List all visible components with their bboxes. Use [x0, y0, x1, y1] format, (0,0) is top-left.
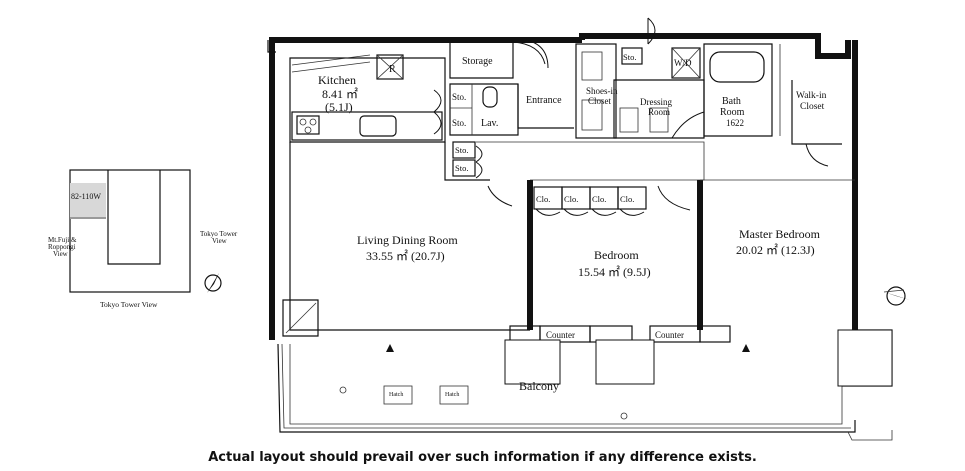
living-dining-room: Living Dining Room 33.55 ㎡ (20.7J) — [282, 142, 530, 337]
bath-label-2: Room — [720, 107, 745, 118]
dressing-room: Dressing Room — [613, 79, 705, 139]
walkin-label-2: Closet — [800, 102, 825, 112]
sto-label-3: Sto. — [455, 145, 468, 155]
living-area: 33.55 ㎡ (20.7J) — [366, 249, 445, 263]
corridor — [476, 141, 705, 211]
storage-room: Storage — [449, 41, 546, 79]
keymap-unit-code: 82-110W — [71, 192, 101, 201]
refrigerator-box — [376, 54, 404, 80]
balcony-pillar-2 — [595, 339, 655, 385]
lavatory-block: Sto. Sto. Lav. — [433, 83, 519, 136]
counter-label-2: Counter — [655, 330, 684, 340]
keymap-compass-icon — [204, 273, 222, 293]
bedroom-name: Bedroom — [594, 248, 639, 262]
disclaimer-footnote: Actual layout should prevail over such i… — [208, 450, 757, 465]
storage-label: Storage — [462, 56, 493, 67]
hatch-label-1: Hatch — [389, 392, 403, 398]
balcony-label: Balcony — [519, 379, 559, 393]
floor-plan: 82-110W Mt.Fuji & Roppongi View Tokyo To… — [48, 17, 910, 441]
dressing-label-2: Room — [648, 107, 670, 117]
sto-label-1: Sto. — [452, 92, 466, 102]
exterior-walls — [267, 33, 893, 387]
keymap-east-2: View — [212, 237, 228, 245]
clo-label-2: Clo. — [564, 194, 578, 204]
shoes-label-2: Closet — [588, 96, 612, 106]
toilet-icon — [482, 86, 498, 108]
hatch-label-2: Hatch — [445, 392, 459, 398]
keymap-outline — [69, 169, 191, 293]
balcony-pillar-1 — [504, 339, 561, 385]
kitchen-counter — [291, 111, 443, 141]
bedroom: Clo. Clo. Clo. Clo. Bedroom 15.54 ㎡ (9.5… — [527, 180, 703, 330]
kitchen-area: 8.41 ㎡ — [322, 87, 358, 101]
master-name: Master Bedroom — [739, 227, 821, 241]
lav-label: Lav. — [481, 118, 498, 129]
keymap-building — [107, 170, 161, 265]
sink-icon — [359, 115, 397, 137]
balcony: Hatch Hatch Balcony — [277, 329, 893, 441]
shoes-label-1: Shoes-in — [586, 86, 618, 96]
keymap-west-3: View — [53, 250, 69, 258]
sliding-door-icon — [282, 299, 319, 337]
wd-label: W/D — [674, 58, 692, 68]
master-bedroom: Master Bedroom 20.02 ㎡ (12.3J) — [700, 179, 910, 306]
walkin-label-1: Walk-in — [796, 91, 827, 101]
keymap-west-1: Mt.Fuji & — [48, 236, 77, 244]
storage-small: Sto. Sto. — [452, 141, 483, 179]
bath-room: Bath Room 1622 — [703, 43, 773, 137]
key-map: 82-110W Mt.Fuji & Roppongi View Tokyo To… — [48, 169, 238, 309]
bath-label-1: Bath — [722, 96, 741, 107]
bath-label-3: 1622 — [726, 118, 744, 128]
keymap-west-2: Roppongi — [48, 243, 76, 251]
living-name: Living Dining Room — [357, 233, 458, 247]
compass-icon — [883, 286, 910, 306]
keymap-unit-highlight — [70, 183, 106, 219]
kitchen-name: Kitchen — [318, 73, 356, 87]
clo-label-1: Clo. — [536, 194, 550, 204]
clo-label-4: Clo. — [620, 194, 634, 204]
refrigerator-label: R — [389, 64, 396, 75]
dressing-label-1: Dressing — [640, 97, 672, 107]
entrance: Entrance — [517, 39, 574, 129]
cooktop-icon — [296, 115, 320, 135]
laundry-area: Sto. W/D — [621, 17, 701, 79]
sto-label-4: Sto. — [455, 163, 468, 173]
shoes-closet: Shoes-in Closet — [575, 43, 618, 139]
sto-label-5: Sto. — [623, 52, 636, 62]
bedroom-area: 15.54 ㎡ (9.5J) — [578, 265, 651, 279]
master-area: 20.02 ㎡ (12.3J) — [736, 243, 815, 257]
keymap-east-1: Tokyo Tower — [200, 230, 238, 238]
bathtub-icon — [709, 51, 765, 83]
walkin-closet: Walk-in Closet — [779, 44, 842, 167]
balcony-pillar-3 — [837, 329, 893, 387]
kitchen-tatami: (5.1J) — [325, 100, 353, 114]
entrance-label: Entrance — [526, 95, 562, 106]
counter-label-1: Counter — [546, 330, 575, 340]
clo-label-3: Clo. — [592, 194, 606, 204]
keymap-south: Tokyo Tower View — [100, 300, 158, 309]
kitchen: R Kitchen 8.41 ㎡ (5.1J) — [289, 54, 446, 143]
sto-label-2: Sto. — [452, 118, 466, 128]
